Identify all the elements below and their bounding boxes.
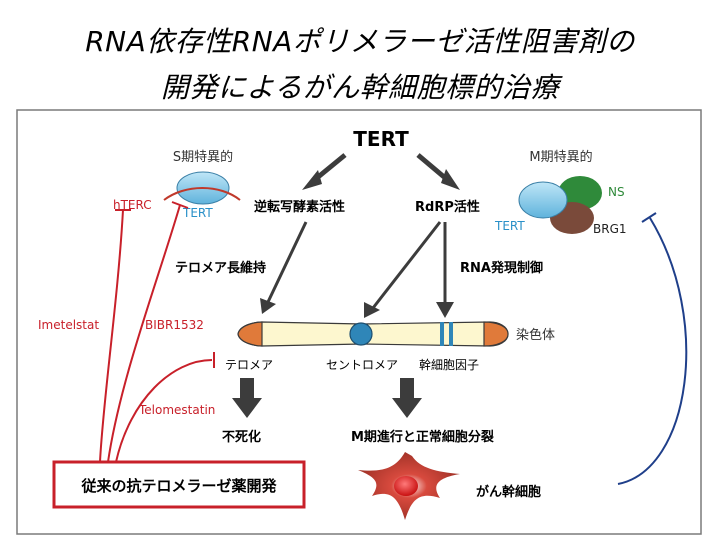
brg1-label: BRG1 [593, 222, 627, 236]
inhibitor-lines [99, 201, 215, 463]
title-line-1: RNA依存性RNAポリメラーゼ活性阻害剤の [85, 25, 635, 58]
centromere-label: セントロメア [326, 358, 398, 372]
tert-m-blob [518, 181, 568, 219]
tert-s-label: TERT [182, 206, 213, 220]
cancer-stem-cell [358, 452, 460, 520]
telomestatin-label: Telomestatin [138, 403, 215, 417]
chromosome-label: 染色体 [516, 327, 555, 343]
hterc-label: hTERC [113, 198, 152, 212]
m-phase-inhibitor-line [617, 212, 688, 485]
rna-control-label: RNA発現制御 [460, 260, 543, 276]
diagram-frame [16, 109, 702, 535]
chromosome-arrows [260, 221, 454, 318]
centromere-dot [349, 322, 373, 346]
ns-blob [558, 176, 602, 210]
chromosome [237, 321, 509, 347]
tert-m-label: TERT [494, 219, 525, 233]
title-line-2: 開発によるがん幹細胞標的治療 [160, 71, 560, 104]
tert-branch-arrows [302, 153, 460, 190]
conventional-drug-box [52, 460, 306, 509]
s-phase-label: S期特異的 [173, 149, 233, 165]
stem-factor-label: 幹細胞因子 [419, 357, 479, 372]
m-progress-label: M期進行と正常細胞分裂 [351, 429, 495, 445]
outcome-arrows [232, 378, 422, 418]
immortal-label: 不死化 [222, 429, 261, 445]
hterc-rna-strand [163, 187, 241, 201]
telomere-maintenance-label: テロメア長維持 [175, 260, 266, 276]
tert-top-label: TERT [353, 127, 409, 151]
telomere-label: テロメア [225, 358, 273, 372]
m-phase-label: M期特異的 [529, 149, 592, 165]
rt-activity-label: 逆転写酵素活性 [254, 199, 345, 215]
conventional-drug-label: 従来の抗テロメラーゼ薬開発 [80, 477, 277, 495]
cancer-stem-label: がん幹細胞 [476, 484, 541, 500]
bibr-label: BIBR1532 [145, 318, 204, 332]
ns-label: NS [608, 185, 625, 199]
rdrp-activity-label: RdRP活性 [415, 199, 480, 215]
imetelstat-label: Imetelstat [38, 318, 99, 332]
